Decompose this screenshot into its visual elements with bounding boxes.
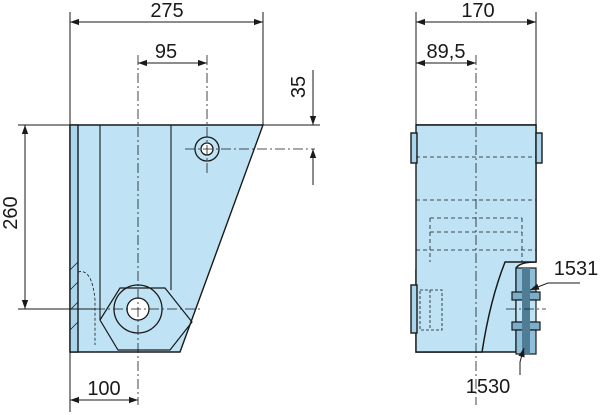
lower-boss-outline	[99, 287, 193, 351]
dim-side-width: 170	[461, 0, 494, 22]
callout-1531: 1531	[554, 258, 599, 280]
side-centerlines	[475, 55, 546, 405]
side-flange-right-top	[535, 132, 543, 164]
dim-bottom-offset: 100	[87, 378, 120, 400]
callout-1530: 1530	[466, 376, 511, 398]
front-body	[69, 124, 265, 353]
front-left-rib	[69, 124, 79, 353]
dim-height: 260	[0, 196, 22, 229]
side-flange-left-bottom	[410, 284, 418, 334]
side-flange-left-top	[410, 132, 418, 164]
front-view	[69, 124, 265, 353]
dim-top-to-hole: 35	[288, 76, 310, 98]
dim-hole-offset: 95	[155, 41, 177, 63]
side-dimensions	[415, 12, 580, 375]
bushing-assembly	[511, 267, 541, 355]
front-centerlines	[95, 55, 315, 405]
dim-overall-width: 275	[150, 0, 183, 22]
dim-side-half: 89,5	[427, 41, 466, 63]
front-dimensions	[18, 12, 320, 412]
